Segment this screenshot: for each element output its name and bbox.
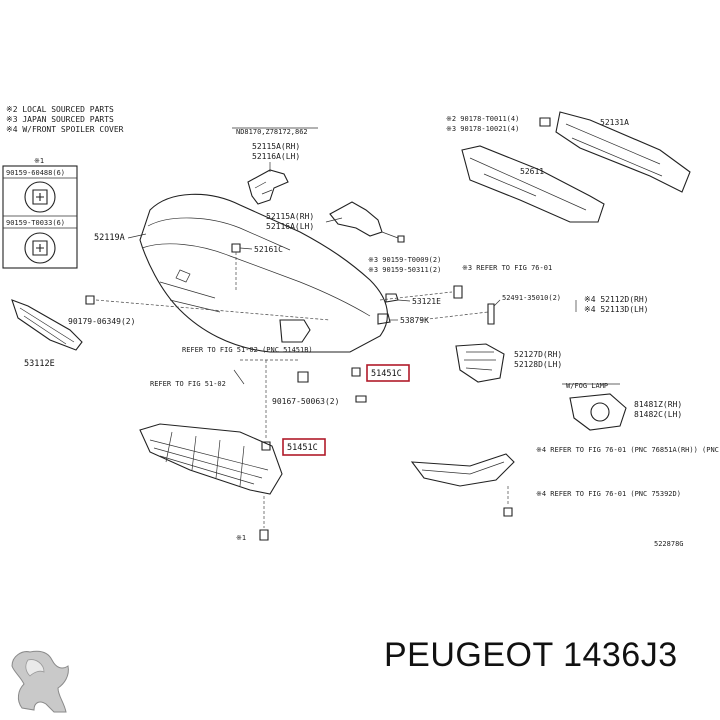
nut-90178-icon (539, 117, 551, 127)
lower-grille-center (139, 423, 283, 495)
note-front-spoiler: ※4 W/FRONT SPOILER COVER (6, 125, 124, 134)
label-52115a-rh: 52115A(RH) (252, 142, 300, 151)
fastener-1-label: 90159-60488(6) (6, 169, 65, 177)
label-90179: 90179-06349(2) (68, 317, 135, 326)
label-refer-51-02-a: REFER TO FIG 51-02 (PNC 51451B) (182, 346, 313, 354)
label-footnote-bottom: ※1 (236, 534, 246, 542)
front-bumper-cover (139, 193, 388, 353)
label-52611: 52611 (520, 167, 544, 176)
label-fog-lamp: W/FOG LAMP (566, 382, 608, 390)
clip-53879k-icon (377, 313, 391, 325)
label-52491: 52491-35010(2) (502, 294, 561, 302)
energy-absorber (461, 145, 605, 223)
label-figure-id: 522878G (654, 540, 684, 548)
bracket-52491-icon (487, 303, 495, 325)
peugeot-lion-logo-icon (11, 650, 69, 713)
bumper-bracket-left (247, 169, 289, 205)
label-90178-10021: ※3 90178-10021(4) (446, 125, 519, 133)
label-90159-t0009: ※3 90159-T0009(2) (368, 256, 441, 264)
label-refer-76-01-c: ※4 REFER TO FIG 76-01 (PNC 75392D) (536, 490, 681, 498)
label-53121e: 53121E (412, 297, 441, 306)
label-90159-50311: ※3 90159-50311(2) (368, 266, 441, 274)
bumper-reinforcement (555, 111, 691, 193)
label-90178-t0011: ※2 90178-T0011(4) (446, 115, 519, 123)
label-nd: ND8170,Z78172,862 (236, 128, 308, 136)
label-52113d-lh: ※4 52113D(LH) (584, 305, 649, 314)
label-81481z-rh: 81481Z(RH) (634, 400, 682, 409)
label-53879k: 53879K (400, 316, 429, 325)
clip-76-01-icon (453, 285, 463, 299)
nut-90167-icon (297, 371, 309, 383)
screw-52161c-icon (231, 243, 241, 253)
label-52131a: 52131A (600, 118, 629, 127)
highlight-51451c-b (282, 438, 326, 456)
label-refer-76-01-b: ※4 REFER TO FIG 76-01 (PNC 76851A(RH)) (… (536, 446, 720, 454)
label-refer-76-01: ※3 REFER TO FIG 76-01 (462, 264, 552, 272)
brand-part-number: PEUGEOT 1436J3 (384, 636, 678, 674)
fastener-2-icon (24, 232, 56, 264)
label-52127d-rh: 52127D(RH) (514, 350, 562, 359)
label-53112e: 53112E (24, 359, 55, 369)
note-local-sourced: ※2 LOCAL SOURCED PARTS (6, 105, 114, 114)
clip-51451c-a-icon (351, 367, 361, 377)
screw-bottom-icon (259, 529, 269, 541)
label-52115a-rh-2: 52115A(RH) (266, 212, 314, 221)
label-52116a-lh-2: 52116A(LH) (266, 222, 314, 231)
label-refer-51-02-b: REFER TO FIG 51-02 (150, 380, 226, 388)
label-52116a-lh: 52116A(LH) (252, 152, 300, 161)
fog-bezel-upper (455, 343, 505, 383)
fog-opening (279, 319, 311, 343)
label-81482c-lh: 81482C(LH) (634, 410, 682, 419)
fastener-2-label: 90159-T0033(6) (6, 219, 65, 227)
clip-icon (397, 235, 405, 243)
note-japan-sourced: ※3 JAPAN SOURCED PARTS (6, 115, 114, 124)
label-52119a: 52119A (94, 233, 125, 243)
clip-75392d-icon (503, 507, 513, 517)
clip-90179-icon (85, 295, 95, 305)
fastener-1-icon (24, 181, 56, 213)
fog-lamp-bezel (569, 393, 627, 431)
label-51451c-b: 51451C (287, 443, 318, 453)
lower-grille-left (11, 299, 83, 351)
label-51451c-a: 51451C (371, 369, 402, 379)
bolt-icon (355, 395, 367, 403)
label-52112d-rh: ※4 52112D(RH) (584, 295, 649, 304)
clip-51451c-b-icon (261, 441, 271, 451)
label-52128d-lh: 52128D(LH) (514, 360, 562, 369)
fastener-box: 90159-60488(6) 90159-T0033(6) (2, 165, 78, 269)
front-spoiler-cover (410, 453, 515, 487)
highlight-51451c-a (366, 364, 410, 382)
fastener-box-footnote: ※1 (34, 157, 44, 165)
label-52161c: 52161C (254, 245, 283, 254)
label-90167: 90167-50063(2) (272, 397, 339, 406)
